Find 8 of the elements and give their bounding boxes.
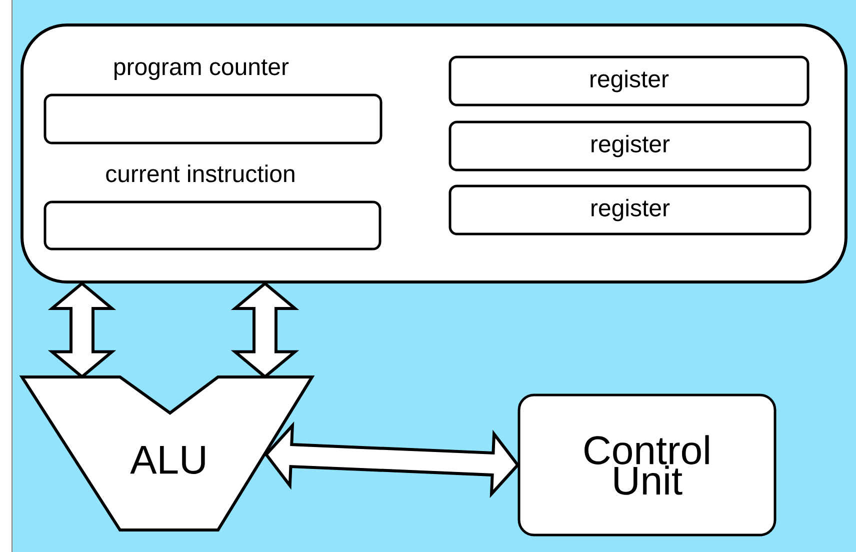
node-label: current instruction: [106, 164, 294, 182]
register-box: register: [448, 184, 812, 236]
control-unit-box: Control Unit: [518, 394, 776, 536]
node-label: program counter: [114, 59, 289, 80]
labeled-field: program counter: [44, 60, 382, 144]
register-box: register: [448, 56, 810, 106]
labeled-field: current instruction: [44, 164, 382, 250]
register-box: register: [448, 120, 812, 172]
